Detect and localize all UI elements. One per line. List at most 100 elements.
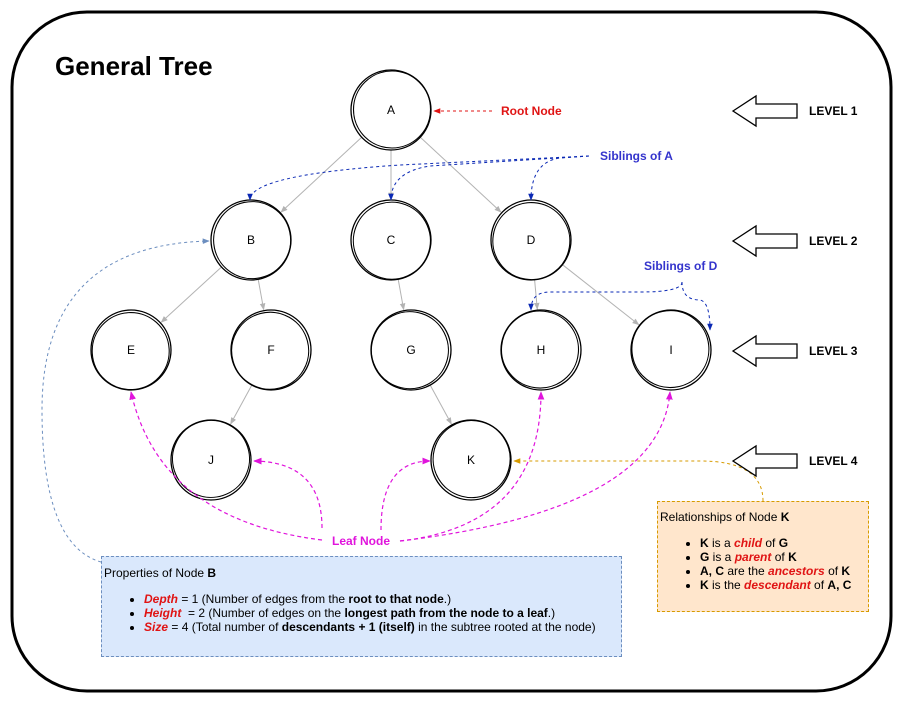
leaf-node-label: Leaf Node <box>332 534 390 548</box>
property-text-end: .) <box>547 606 556 620</box>
node-circle-sketch <box>352 201 431 280</box>
node-circle-sketch <box>492 202 571 281</box>
relationship-type: child <box>734 536 763 550</box>
leaf-arrow-e <box>129 391 323 541</box>
node-circle-sketch <box>213 201 292 280</box>
edge-a-b <box>280 136 363 213</box>
edge-c-g <box>397 279 406 311</box>
relationship-mid: is a <box>708 536 735 550</box>
siblings-a-arrow-b <box>247 155 590 201</box>
property-bold: longest path from the node to a leaf <box>344 606 548 620</box>
relationship-item: G is a parent of K <box>700 550 868 564</box>
diagram-title: General Tree <box>55 51 213 81</box>
relationship-subject: G <box>700 550 710 564</box>
node-label: G <box>406 343 415 357</box>
edge-b-e <box>160 266 222 323</box>
properties-list: Depth = 1 (Number of edges from the root… <box>104 592 621 634</box>
level-marker-3: LEVEL 3 <box>731 334 858 368</box>
node-circle-sketch <box>500 310 580 389</box>
siblings-a-label: Siblings of A <box>600 149 673 163</box>
leaf-arrow-j <box>253 457 323 529</box>
tree-edges <box>160 136 640 425</box>
relationships-box: Relationships of Node K K is a child of … <box>657 501 869 612</box>
relationship-object: A, C <box>827 578 852 592</box>
property-term: Depth <box>144 592 178 606</box>
edge-a-d <box>419 136 502 213</box>
node-k: K <box>430 419 512 501</box>
relationship-item: A, C are the ancestors of K <box>700 564 868 578</box>
level-label: LEVEL 1 <box>809 104 858 118</box>
relationship-subject: K <box>700 536 709 550</box>
siblings-d-arrow-h <box>528 281 683 311</box>
node-i: I <box>630 309 712 391</box>
relationship-item: K is a child of G <box>700 536 868 550</box>
property-term: Size <box>144 620 169 634</box>
level-marker-2: LEVEL 2 <box>731 224 858 258</box>
properties-box-title: Properties of Node B <box>104 566 621 580</box>
node-circle <box>630 309 712 391</box>
relationship-type: descendant <box>744 578 811 592</box>
relationship-object: K <box>788 550 797 564</box>
relationship-subject: A, C <box>700 564 724 578</box>
siblings-d-label: Siblings of D <box>644 259 718 273</box>
node-d: D <box>490 199 572 281</box>
property-text: = 1 (Number of edges from the <box>178 592 349 606</box>
node-circle <box>430 419 512 501</box>
relationship-object: K <box>841 564 851 578</box>
node-label: E <box>127 343 135 357</box>
node-label: H <box>537 343 546 357</box>
properties-title-node: B <box>207 566 217 580</box>
root-node-label: Root Node <box>501 104 562 118</box>
node-b: B <box>210 199 292 281</box>
edge-b-f <box>257 279 266 311</box>
leaf-arrow-k <box>380 457 431 531</box>
node-label: B <box>247 233 255 247</box>
relationship-of: of <box>810 578 828 592</box>
siblings-a-arrow-c <box>388 155 590 201</box>
node-label: D <box>527 233 536 247</box>
node-g: G <box>370 309 452 391</box>
relationships-title-node: K <box>780 510 790 524</box>
property-term: Height <box>144 606 182 620</box>
node-label: C <box>387 233 396 247</box>
property-text: = 2 (Number of edges on the <box>181 606 345 620</box>
leaf-arrow-h <box>399 391 545 542</box>
property-item-size: Size = 4 (Total number of descendants + … <box>144 620 621 634</box>
level-label: LEVEL 4 <box>809 454 858 468</box>
properties-link-arrow <box>41 238 210 563</box>
relationships-list: K is a child of G G is a parent of K A, … <box>660 536 868 592</box>
properties-title-text: Properties of Node <box>104 566 208 580</box>
leaf-arrow-i <box>399 391 673 542</box>
node-circle-sketch <box>231 311 310 390</box>
relationship-mid: is a <box>709 550 735 564</box>
level-marker-4: LEVEL 4 <box>731 444 858 478</box>
relationships-link-arrow <box>513 458 764 502</box>
relationship-of: of <box>762 536 779 550</box>
property-item-height: Height = 2 (Number of edges on the longe… <box>144 606 621 620</box>
relationship-item: K is the descendant of A, C <box>700 578 868 592</box>
node-label: I <box>669 343 672 357</box>
relationship-object: G <box>778 536 789 550</box>
level-arrow-icon <box>731 224 798 258</box>
edge-d-h <box>533 279 540 310</box>
node-circle-sketch <box>91 312 170 391</box>
node-circle-sketch <box>631 310 710 389</box>
relationship-of: of <box>824 564 842 578</box>
node-circle-sketch <box>352 70 432 149</box>
relationship-type: ancestors <box>768 564 825 578</box>
node-f: F <box>230 309 312 391</box>
level-arrow-icon <box>731 334 798 368</box>
relationship-type: parent <box>734 550 772 564</box>
property-text-end: in the subtree rooted at the node) <box>414 620 596 634</box>
node-circle-sketch <box>171 419 251 498</box>
relationship-mid: are the <box>724 564 769 578</box>
node-circle <box>230 309 312 391</box>
edge-d-i <box>562 264 640 326</box>
relationships-title-text: Relationships of Node <box>660 510 781 524</box>
level-arrow-icon <box>731 94 798 128</box>
edge-g-k <box>429 384 452 425</box>
node-label: F <box>267 343 274 357</box>
property-bold: root to that node <box>348 592 444 606</box>
